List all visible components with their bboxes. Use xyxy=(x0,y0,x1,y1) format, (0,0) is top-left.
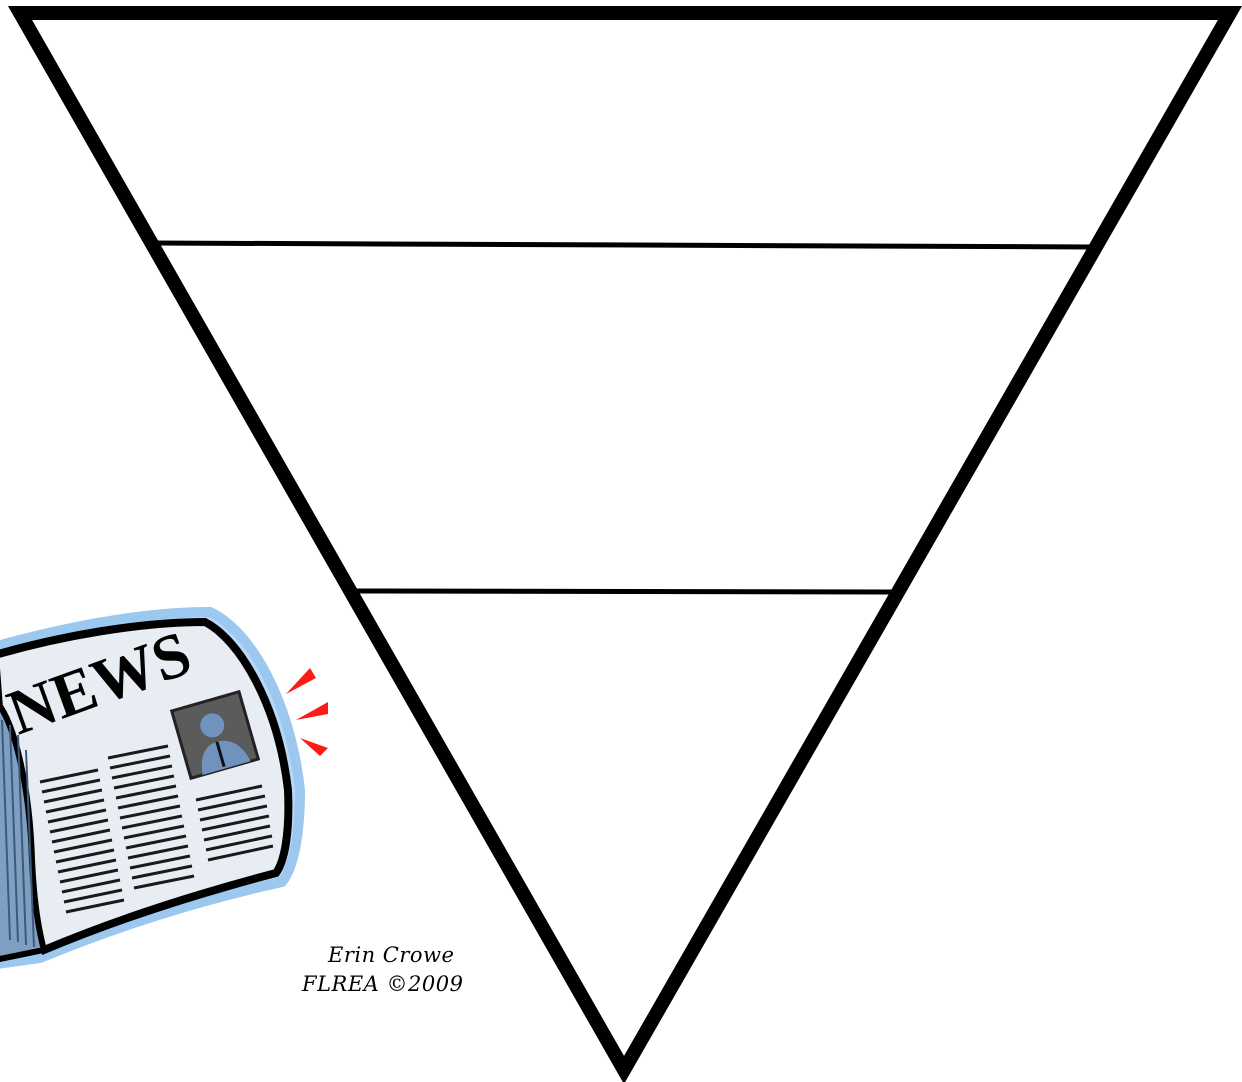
pyramid-outline xyxy=(20,13,1230,1070)
rolled-newspaper-icon: NEWS xyxy=(0,612,328,965)
credit-author: Erin Crowe xyxy=(328,943,454,967)
credit-organization: FLREA ©2009 xyxy=(302,972,463,996)
pyramid-divider-bottom xyxy=(352,591,893,592)
